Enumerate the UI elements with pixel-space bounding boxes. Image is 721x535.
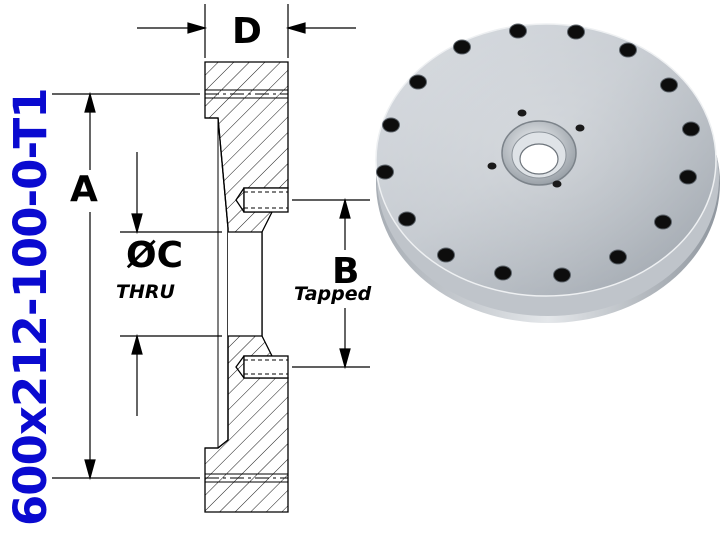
part-number: 600x212-100-0-T1 — [4, 88, 57, 526]
tapped-hole-bottom — [235, 355, 289, 379]
dimension-note-thru: THRU — [116, 281, 175, 303]
dimension-label-a: A — [70, 169, 98, 210]
dimension-lines — [52, 4, 370, 481]
center-bore — [519, 143, 559, 175]
dimension-label-c: ØC — [126, 235, 184, 276]
tapped-holes — [487, 109, 585, 188]
dimension-label-b: B — [332, 251, 360, 292]
flange-render — [375, 23, 720, 323]
thru-bore — [228, 231, 263, 337]
dimension-note-tapped: Tapped — [294, 283, 372, 305]
bolt-holes — [376, 23, 700, 283]
cross-section — [204, 61, 289, 513]
dimension-label-d: D — [232, 11, 262, 52]
tapped-hole-top — [235, 187, 289, 213]
